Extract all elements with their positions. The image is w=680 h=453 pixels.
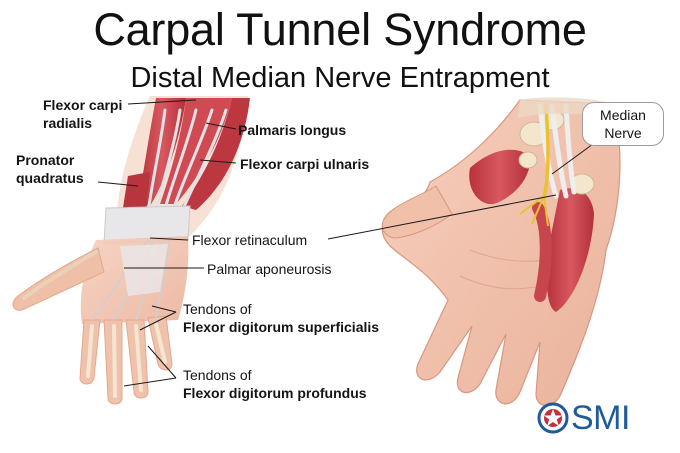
hypothenar-muscle (546, 188, 594, 312)
smi-logo: SMI (537, 398, 645, 438)
left-finger-bones (86, 322, 167, 398)
left-hand-view (12, 96, 250, 405)
page-subtitle: Distal Median Nerve Entrapment (130, 62, 550, 94)
label-tendons-superficialis: Tendons of Flexor digitorum superficiali… (183, 301, 380, 335)
label-flexor-carpi-ulnaris: Flexor carpi ulnaris (240, 156, 370, 172)
label-palmar-aponeurosis: Palmar aponeurosis (207, 261, 332, 277)
label-flexor-retinaculum: Flexor retinaculum (192, 232, 308, 248)
globe-icon (537, 402, 569, 434)
pronator-quadratus-muscle (122, 172, 150, 214)
label-pronator-quadratus: Pronator quadratus (16, 152, 84, 186)
palmar-aponeurosis (120, 244, 168, 296)
label-flexor-carpi-radialis: Flexor carpi radialis (43, 97, 123, 131)
label-tendons-profundus: Tendons of Flexor digitorum profundus (183, 367, 367, 401)
right-hand-view (381, 97, 621, 407)
logo-text: SMI (571, 399, 630, 437)
label-palmaris-longus: Palmaris longus (238, 122, 347, 138)
median-nerve (542, 103, 550, 199)
page-title: Carpal Tunnel Syndrome (93, 4, 587, 55)
flexor-carpi-radialis-muscle (138, 98, 186, 206)
thenar-muscle (469, 149, 531, 205)
median-nerve-callout: Median Nerve (582, 102, 664, 146)
flexor-carpi-ulnaris-muscle (182, 98, 250, 210)
leader-lines (97, 99, 594, 387)
left-thumb (12, 247, 105, 311)
